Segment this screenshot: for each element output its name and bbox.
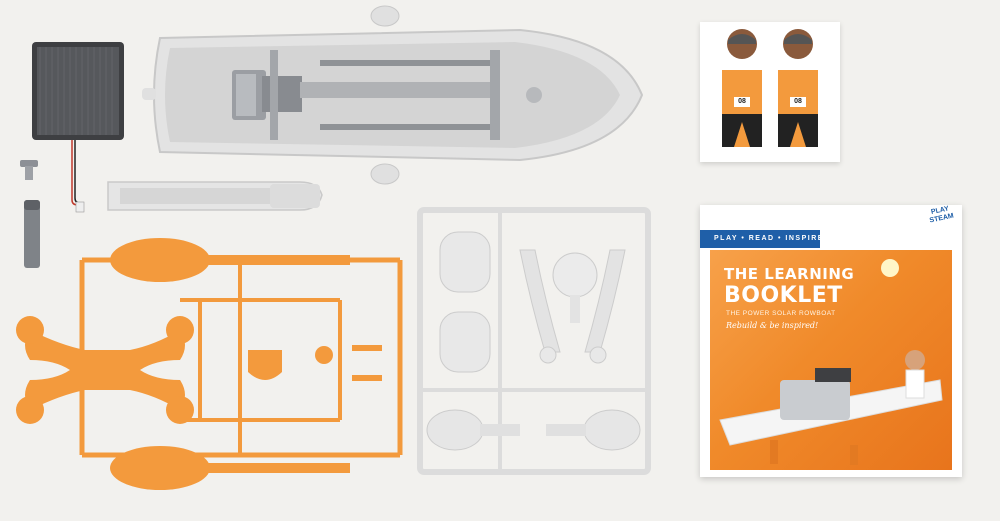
- small-screw: [20, 160, 38, 180]
- booklet-banner: PLAY • READ • INSPIRE: [700, 230, 962, 248]
- booklet-boat-illustration: [719, 259, 943, 465]
- booklet-title-line2: BOOKLET: [724, 283, 843, 308]
- booklet-banner-text: PLAY • READ • INSPIRE: [714, 235, 824, 242]
- rower-sticker-art: [722, 29, 818, 147]
- white-parts-sprue: [417, 207, 651, 475]
- rower-sticker-sheet: 08 08: [700, 22, 840, 162]
- boat-hull: [142, 5, 644, 185]
- hull-cap: [107, 181, 323, 211]
- booklet-tagline: Rebuild & be inspired!: [726, 321, 819, 330]
- sticker-number-left: 08: [734, 97, 750, 107]
- metal-axle: [24, 200, 40, 268]
- orange-parts-sprue: [16, 238, 403, 490]
- solar-panel: [32, 42, 124, 213]
- booklet-subtitle: THE POWER SOLAR ROWBOAT: [726, 310, 836, 317]
- sticker-number-right: 08: [790, 97, 806, 107]
- booklet-cover: THE LEARNING BOOKLET THE POWER SOLAR ROW…: [710, 250, 952, 470]
- booklet-title-line1: THE LEARNING: [724, 265, 855, 283]
- learning-booklet: PLAY STEAM PLAY • READ • INSPIRE THE LEA…: [700, 205, 962, 477]
- booklet-banner-bar: [700, 230, 820, 248]
